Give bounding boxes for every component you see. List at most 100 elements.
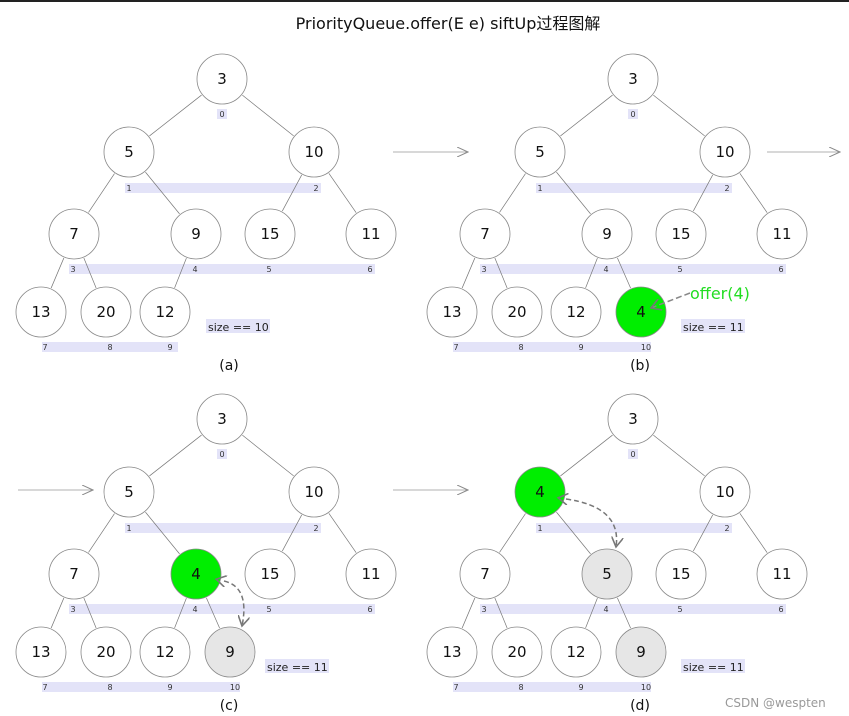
diagram-title: PriorityQueue.offer(E e) siftUp过程图解	[296, 14, 601, 33]
heap-node	[244, 208, 296, 260]
tree-edge	[50, 257, 65, 289]
heap-node	[48, 548, 100, 600]
node-index: 10	[230, 683, 240, 692]
tree-edge	[556, 171, 591, 215]
node-index: 10	[641, 343, 651, 352]
tree-edge	[499, 173, 526, 213]
heap-node	[80, 286, 132, 338]
node-value: 20	[507, 303, 526, 321]
node-value: 5	[124, 143, 134, 161]
heap-node	[170, 208, 222, 260]
tree-edge	[494, 597, 508, 629]
index-bar	[480, 264, 786, 274]
heap-node	[345, 548, 397, 600]
heap-node	[514, 466, 566, 518]
node-index: 1	[537, 184, 542, 193]
index-bar	[628, 449, 638, 459]
swap-arrow	[566, 499, 617, 547]
index-bar	[42, 342, 178, 352]
heap-node	[426, 286, 478, 338]
node-index: 2	[724, 184, 729, 193]
heap-node	[459, 208, 511, 260]
node-index: 7	[453, 343, 458, 352]
size-label: size == 11	[683, 661, 744, 674]
node-value: 10	[715, 483, 734, 501]
node-value: 3	[628, 70, 638, 88]
node-value: 4	[636, 303, 646, 321]
node-index: 10	[641, 683, 651, 692]
node-value: 12	[155, 643, 174, 661]
size-label: size == 11	[267, 661, 328, 674]
node-value: 5	[535, 143, 545, 161]
swap-arrow	[224, 581, 244, 626]
node-index: 4	[603, 605, 608, 614]
tree-edge	[145, 171, 180, 215]
tree-edge	[692, 514, 714, 552]
heap-node	[15, 626, 67, 678]
node-value: 15	[671, 565, 690, 583]
index-bar	[42, 682, 240, 692]
tree-edge	[328, 173, 357, 213]
index-bar	[69, 264, 375, 274]
index-bar	[536, 183, 732, 193]
node-value: 7	[69, 225, 79, 243]
heap-node	[550, 286, 602, 338]
tree-edge	[617, 597, 631, 629]
heap-node	[581, 548, 633, 600]
node-index: 6	[778, 265, 783, 274]
heap-node	[699, 466, 751, 518]
node-value: 7	[480, 225, 490, 243]
heap-node	[426, 626, 478, 678]
tree-edge	[281, 174, 303, 212]
heap-node	[607, 53, 659, 105]
node-index: 6	[367, 265, 372, 274]
node-index: 7	[42, 683, 47, 692]
tree-edge	[328, 513, 357, 553]
index-bar	[125, 183, 321, 193]
index-bar	[536, 523, 732, 533]
node-index: 0	[219, 110, 224, 119]
offer-label: offer(4)	[690, 284, 750, 303]
heap-node	[550, 626, 602, 678]
node-value: 11	[361, 565, 380, 583]
size-label-bg	[206, 319, 270, 333]
panel-caption: (b)	[630, 358, 650, 374]
tree-edge	[145, 511, 180, 555]
node-value: 9	[191, 225, 201, 243]
node-index: 3	[481, 605, 486, 614]
node-value: 3	[628, 410, 638, 428]
tree-edge	[242, 94, 294, 137]
node-value: 11	[361, 225, 380, 243]
panel-caption: (c)	[220, 698, 239, 714]
size-label: size == 10	[208, 321, 269, 334]
node-index: 6	[778, 605, 783, 614]
node-value: 9	[636, 643, 646, 661]
size-label-bg	[681, 659, 745, 673]
tree-edge	[494, 257, 508, 289]
node-index: 0	[630, 110, 635, 119]
index-bar	[453, 342, 651, 352]
panel-caption: (d)	[630, 698, 650, 714]
tree-edge	[585, 598, 598, 628]
heap-node	[615, 626, 667, 678]
heap-node	[103, 126, 155, 178]
tree-edge	[242, 434, 294, 477]
node-value: 5	[602, 565, 612, 583]
node-index: 2	[724, 524, 729, 533]
heap-node	[103, 466, 155, 518]
size-label-bg	[681, 319, 745, 333]
tree-edge	[461, 597, 476, 629]
node-value: 15	[671, 225, 690, 243]
node-index: 5	[677, 605, 682, 614]
heap-node	[48, 208, 100, 260]
node-value: 5	[124, 483, 134, 501]
heap-node	[491, 626, 543, 678]
node-value: 13	[442, 303, 461, 321]
heap-node	[655, 208, 707, 260]
node-index: 9	[578, 343, 583, 352]
